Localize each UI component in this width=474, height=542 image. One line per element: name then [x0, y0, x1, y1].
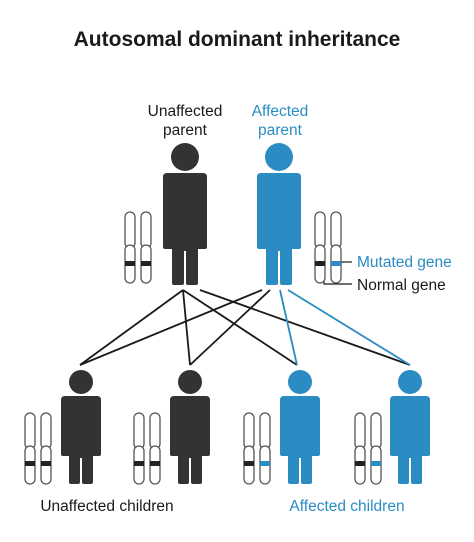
unaffected-parent-chromosome-pair-icon: [124, 211, 152, 284]
inheritance-lines: [79, 261, 411, 366]
child-2-chromosome-pair-icon: [133, 412, 161, 485]
diagram-title: Autosomal dominant inheritance: [73, 28, 401, 51]
child-2-person-icon: [170, 370, 210, 484]
child-1-chromosome-pair-icon: [24, 412, 52, 485]
unaffected-parent-person-icon: [163, 143, 207, 285]
line-dark: [199, 289, 411, 366]
affected-parent-label-line2: parent: [258, 122, 302, 139]
affected-parent-label: Affected parent: [235, 102, 325, 140]
affected-parent-label-line1: Affected: [251, 103, 309, 120]
line-dark: [182, 289, 191, 366]
unaffected-parent-label-line1: Unaffected: [147, 103, 223, 120]
affected-parent-person-icon: [257, 143, 301, 285]
line-dark: [189, 289, 271, 366]
unaffected-children-label: Unaffected children: [40, 498, 174, 515]
child-4-chromosome-pair-icon: [354, 412, 382, 485]
child-1-person-icon: [61, 370, 101, 484]
affected-children-label: Affected children: [289, 498, 405, 515]
line-blue: [287, 289, 411, 366]
child-4-person-icon: [390, 370, 430, 484]
line-dark: [79, 289, 263, 366]
mutated-gene-label: Mutated gene: [357, 254, 452, 271]
unaffected-parent-label-line2: parent: [163, 122, 207, 139]
child-3-chromosome-pair-icon: [243, 412, 271, 485]
line-blue: [279, 289, 298, 366]
line-dark: [182, 289, 298, 366]
normal-gene-label: Normal gene: [357, 277, 446, 294]
child-3-person-icon: [280, 370, 320, 484]
affected-parent-chromosome-pair-icon: [314, 211, 342, 284]
unaffected-parent-label: Unaffected parent: [140, 102, 230, 140]
line-dark: [79, 289, 184, 366]
